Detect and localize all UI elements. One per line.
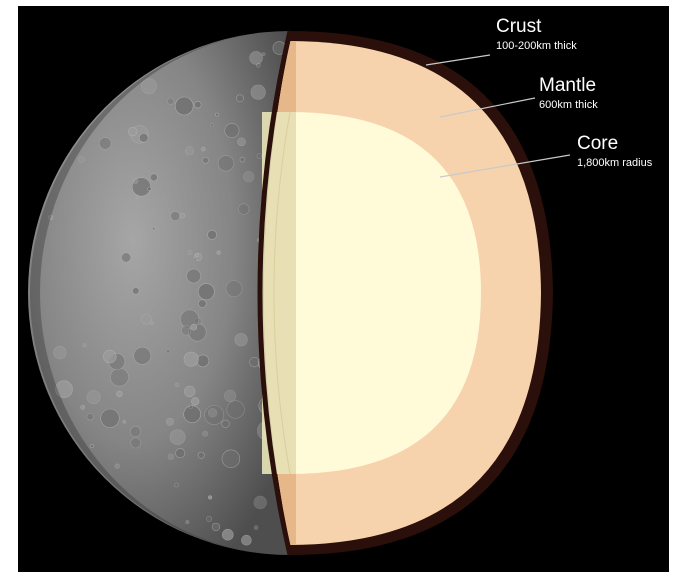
crater — [171, 211, 180, 220]
crater — [238, 138, 246, 146]
crater — [166, 418, 173, 425]
crater — [99, 137, 111, 149]
crater — [132, 288, 139, 295]
crater — [180, 213, 185, 218]
crater — [191, 324, 197, 330]
crater — [176, 448, 185, 457]
crater — [90, 445, 93, 448]
crater — [236, 95, 243, 102]
crater — [141, 314, 151, 324]
crater — [166, 349, 170, 353]
crater — [250, 51, 263, 64]
crater — [224, 390, 236, 402]
crater — [212, 523, 220, 531]
crater — [254, 496, 267, 509]
crater — [250, 357, 260, 367]
crust-label: Crust — [496, 16, 542, 37]
crater — [208, 408, 217, 417]
crater — [185, 147, 193, 155]
crater — [139, 133, 148, 142]
crater — [152, 227, 155, 230]
crater — [175, 483, 179, 487]
crater — [216, 113, 219, 116]
crater — [222, 450, 240, 468]
crater — [117, 391, 123, 397]
crater — [210, 124, 213, 127]
crater — [187, 269, 201, 283]
crater — [208, 230, 217, 239]
crater — [222, 420, 230, 428]
crater — [181, 326, 191, 336]
crater — [227, 401, 245, 419]
mantle-label: Mantle — [539, 75, 596, 96]
crust-detail: 100-200km thick — [496, 40, 577, 52]
crater — [170, 430, 185, 445]
crater — [184, 386, 195, 397]
crater — [218, 155, 234, 171]
crater — [123, 420, 126, 423]
crater — [189, 405, 192, 408]
crater — [186, 520, 189, 523]
crater — [254, 526, 258, 530]
crater — [238, 204, 249, 215]
crater — [226, 281, 242, 297]
crater — [136, 195, 139, 198]
crater — [150, 174, 157, 181]
crater — [101, 409, 120, 428]
crater — [134, 347, 151, 364]
crater — [168, 454, 174, 460]
crater — [128, 127, 137, 136]
crater — [141, 79, 156, 94]
crater — [184, 352, 198, 366]
crater — [148, 187, 152, 191]
crater — [191, 398, 199, 406]
crater — [81, 405, 85, 409]
crater — [184, 406, 201, 423]
crater — [54, 346, 67, 359]
crater — [131, 438, 141, 448]
crater — [115, 464, 120, 469]
crater — [110, 368, 128, 386]
crater — [130, 426, 141, 437]
crater — [235, 333, 248, 346]
crater — [121, 253, 131, 263]
crater — [188, 250, 192, 254]
core-label: Core — [577, 133, 618, 154]
crater — [198, 452, 204, 458]
crater — [225, 123, 239, 137]
crater — [257, 154, 262, 159]
crater — [201, 147, 205, 151]
crater — [119, 239, 122, 242]
crater — [217, 251, 221, 255]
crater — [151, 322, 154, 325]
crater — [196, 254, 199, 257]
crater — [175, 97, 193, 115]
crater — [206, 516, 211, 521]
crater — [208, 496, 211, 499]
crater — [198, 284, 214, 300]
crater — [87, 391, 100, 404]
crater — [87, 413, 94, 420]
core-detail: 1,800km radius — [577, 157, 653, 169]
crater — [133, 179, 138, 184]
crater — [79, 157, 85, 163]
mantle-detail: 600km thick — [539, 99, 598, 111]
crater — [241, 535, 251, 545]
crater — [240, 157, 245, 162]
crater — [197, 355, 209, 367]
crater — [194, 258, 197, 261]
crater — [203, 431, 208, 436]
crater — [194, 101, 201, 108]
crater — [167, 98, 174, 105]
crater — [243, 171, 254, 182]
crater — [202, 157, 208, 163]
crater — [222, 529, 233, 540]
crater — [83, 344, 86, 347]
crater — [198, 300, 206, 308]
crater — [175, 383, 179, 387]
crater — [103, 350, 116, 363]
crater — [251, 85, 266, 100]
crater — [262, 53, 265, 56]
